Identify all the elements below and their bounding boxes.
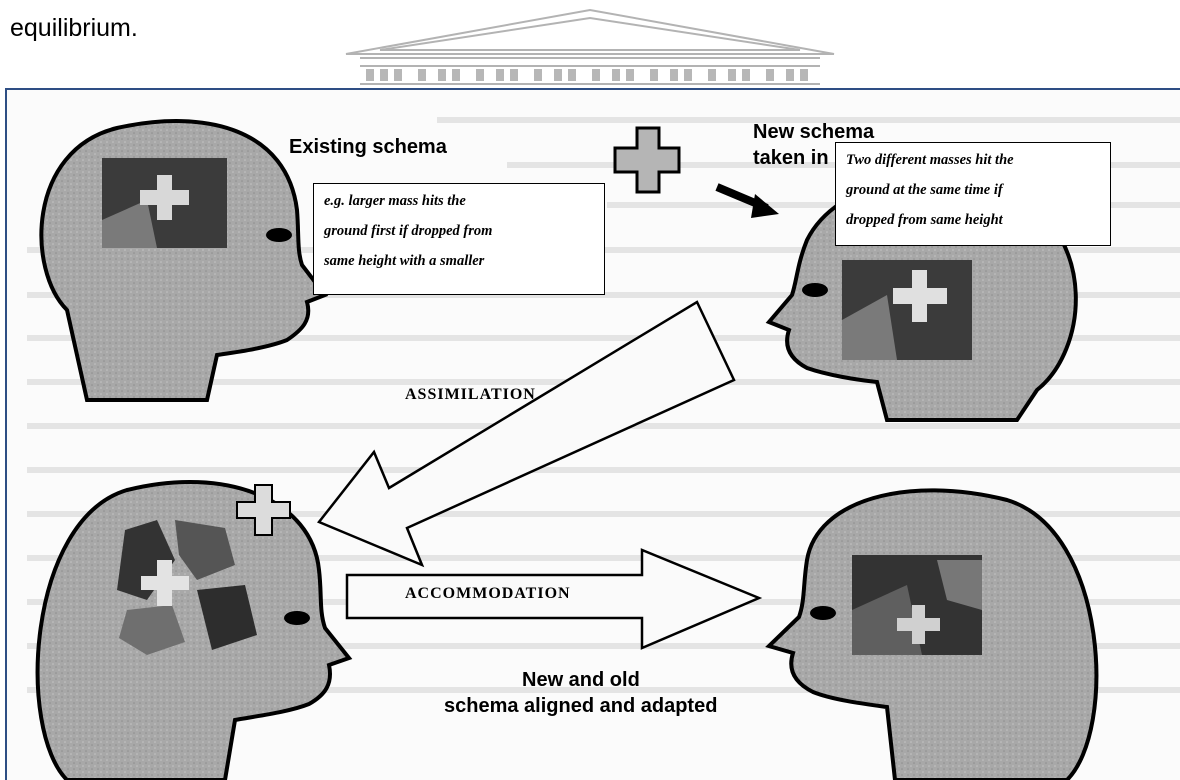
accommodation-label: ACCOMMODATION [405,585,571,602]
callout-line: ground first if dropped from [324,223,493,239]
building-watermark-icon [345,8,835,85]
existing-schema-head [39,119,329,402]
callout-line: e.g. larger mass hits the [324,193,466,209]
assimilation-arrow [317,300,736,568]
callout-line: dropped from same height [846,212,1003,228]
callout-line: same height with a smaller [324,253,485,269]
existing-schema-callout: e.g. larger mass hits the ground first i… [313,183,605,295]
input-arrow-icon [715,183,779,218]
aligned-schema-label-line1: New and old [522,669,640,691]
aligned-schema-head [765,488,1099,780]
accommodation-head [35,479,353,780]
new-schema-label-line2: taken in [753,147,829,169]
assimilation-label: ASSIMILATION [405,386,536,403]
existing-schema-label: Existing schema [289,136,447,158]
aligned-schema-label-line2: schema aligned and adapted [444,695,718,717]
accommodation-arrow [345,548,763,650]
callout-line: Two different masses hit the [846,152,1014,168]
piaget-schema-figure: Existing schema New schema taken in New … [5,88,1180,780]
new-schema-callout: Two different masses hit the ground at t… [835,142,1111,246]
callout-line: ground at the same time if [846,182,1003,198]
new-schema-label-line1: New schema [753,121,875,143]
intro-text: equilibrium. [10,14,138,42]
new-schema-piece-icon [613,126,681,194]
